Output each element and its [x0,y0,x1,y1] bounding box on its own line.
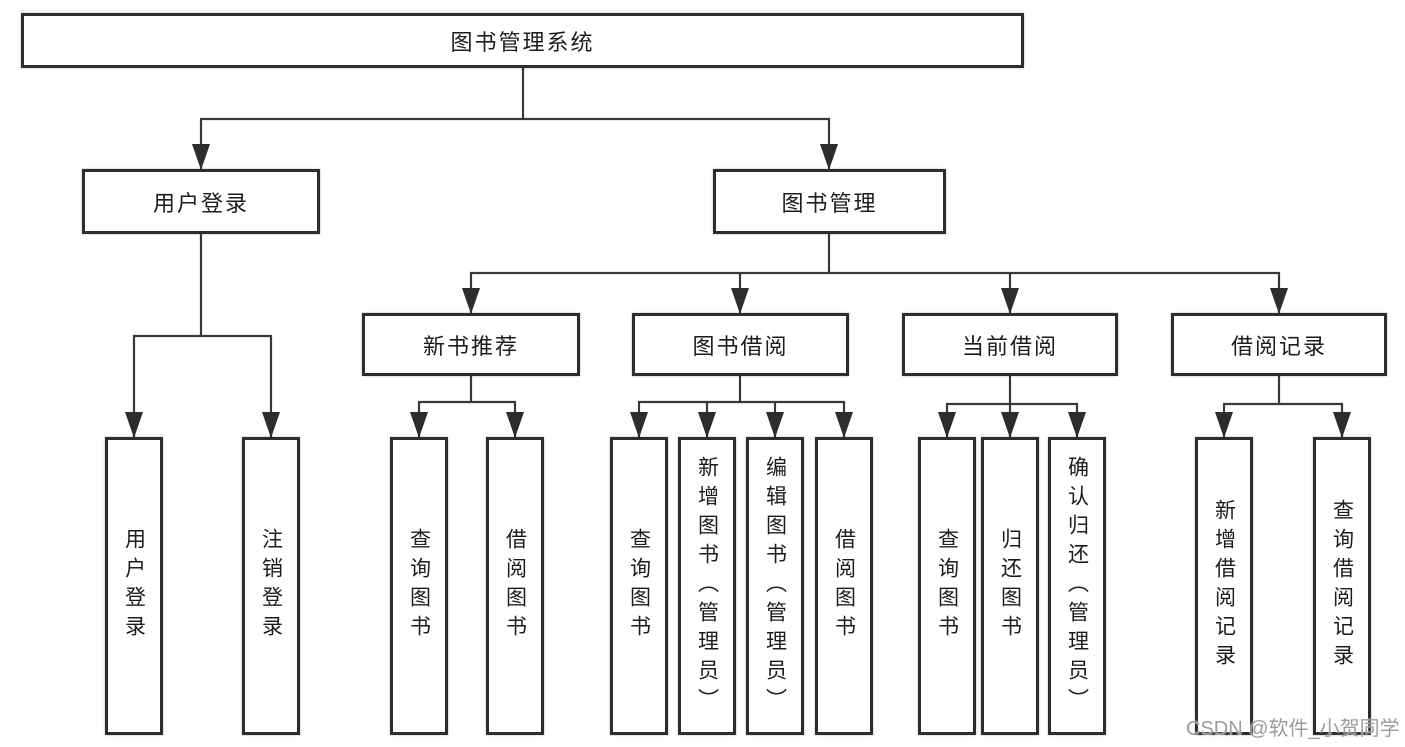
node-book-borrow: 图书借阅 [632,313,849,376]
leaf-recommend-query-book: 查询图书 [390,437,448,735]
leaf-current-confirm-return-admin-label: 确认归还（管理员） [1065,455,1089,717]
leaf-recommend-borrow-book: 借阅图书 [486,437,544,735]
leaf-borrow-borrow-book-label: 借阅图书 [832,528,856,644]
leaf-recommend-borrow-book-label: 借阅图书 [503,528,527,644]
node-borrow-records-label: 借阅记录 [1230,333,1327,359]
node-borrow-records: 借阅记录 [1171,313,1387,376]
leaf-records-query-record-label: 查询借阅记录 [1330,499,1354,673]
leaf-borrow-edit-book-admin: 编辑图书（管理员） [746,437,804,735]
node-current-borrow: 当前借阅 [902,313,1118,376]
leaf-records-add-record-label: 新增借阅记录 [1212,499,1236,673]
leaf-logout: 注销登录 [242,437,300,735]
leaf-borrow-query-book-label: 查询图书 [627,528,651,644]
node-new-book-recommend-label: 新书推荐 [422,333,519,359]
leaf-current-return-book: 归还图书 [981,437,1039,735]
leaf-current-query-book-label: 查询图书 [935,528,959,644]
leaf-borrow-query-book: 查询图书 [610,437,668,735]
leaf-user-login: 用户登录 [105,437,163,735]
leaf-records-query-record: 查询借阅记录 [1313,437,1371,735]
node-book-borrow-label: 图书借阅 [692,333,789,359]
node-user-login: 用户登录 [82,169,320,234]
leaf-borrow-borrow-book: 借阅图书 [815,437,873,735]
node-user-login-label: 用户登录 [152,190,249,216]
csdn-watermark: CSDN @软件_小贺同学 [1186,718,1400,740]
node-root-label: 图书管理系统 [450,29,595,55]
leaf-current-confirm-return-admin: 确认归还（管理员） [1048,437,1106,735]
leaf-user-login-label: 用户登录 [122,528,146,644]
leaf-records-add-record: 新增借阅记录 [1195,437,1253,735]
leaf-logout-label: 注销登录 [259,528,283,644]
node-current-borrow-label: 当前借阅 [961,333,1058,359]
leaf-borrow-add-book-admin: 新增图书（管理员） [678,437,736,735]
leaf-borrow-edit-book-admin-label: 编辑图书（管理员） [763,455,787,717]
leaf-current-return-book-label: 归还图书 [998,528,1022,644]
leaf-recommend-query-book-label: 查询图书 [407,528,431,644]
leaf-current-query-book: 查询图书 [918,437,976,735]
node-root-system: 图书管理系统 [21,13,1024,68]
node-book-management-label: 图书管理 [781,190,878,216]
node-new-book-recommend: 新书推荐 [362,313,580,376]
node-book-management: 图书管理 [713,169,946,234]
leaf-borrow-add-book-admin-label: 新增图书（管理员） [695,455,719,717]
